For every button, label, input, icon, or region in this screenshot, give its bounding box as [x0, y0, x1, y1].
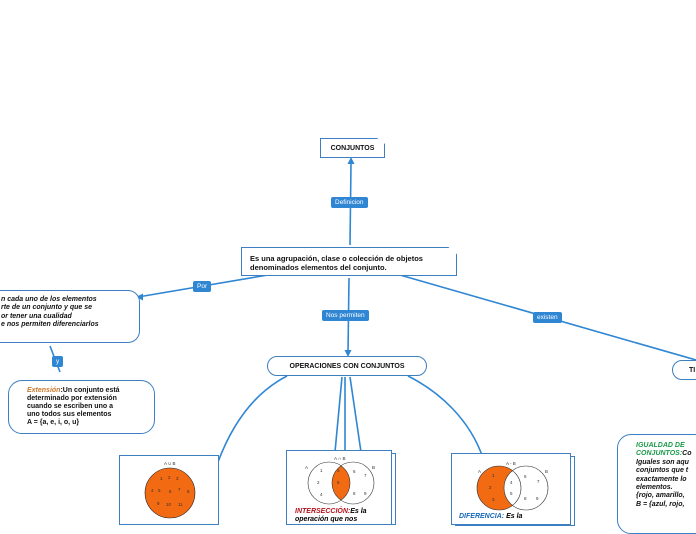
exist-tag[interactable]: existen	[533, 312, 562, 323]
difference-number: 3	[492, 497, 495, 502]
intersection-title: A ∩ B	[334, 456, 346, 461]
intersection-number: 9	[364, 491, 367, 496]
equality-line4: elementos.	[636, 483, 673, 491]
equality-after-label: Co	[682, 450, 692, 458]
union-number: 6	[169, 489, 172, 494]
characteristics-line3: or tener una cualidad	[1, 312, 72, 320]
intersection-number: 7	[364, 473, 367, 478]
difference-number: 6	[524, 474, 527, 479]
definition-line1: Es una agrupación, clase o colección de …	[250, 254, 423, 263]
characteristics-line2: rte de un conjunto y que se	[1, 304, 93, 312]
operations-tag[interactable]: Nos permiten	[322, 310, 369, 321]
types-title: TI	[689, 367, 696, 374]
root-title: CONJUNTOS	[330, 145, 375, 152]
union-number: 2	[168, 475, 171, 480]
intersection-number: 5	[337, 480, 340, 485]
intersection-venn-diagram	[307, 461, 375, 505]
extension-node[interactable]: Extensión:Un conjunto está determinado p…	[8, 380, 155, 434]
difference-label-a: A	[478, 469, 482, 474]
extension-line1: :Un conjunto está	[60, 387, 120, 394]
equality-label2: CONJUNTOS:	[636, 450, 683, 458]
equality-line3: exactamente lo	[636, 475, 687, 483]
connector-lines	[49, 157, 696, 463]
intersection-label-b: B	[372, 465, 376, 470]
characteristics-node[interactable]: n cada uno de los elementos rte de un co…	[0, 290, 140, 343]
difference-number: 1	[492, 473, 495, 478]
union-venn-diagram	[144, 467, 196, 519]
intersection-label-a: A	[305, 465, 309, 470]
intersection-number: 3	[337, 468, 340, 473]
characteristics-line1: n cada uno de los elementos	[1, 296, 97, 303]
root-node[interactable]: CONJUNTOS	[320, 138, 385, 158]
union-card[interactable]: A ∪ B 1 2 3 4 5 6 7 8 9 10 11	[119, 455, 219, 525]
intersection-card[interactable]: A ∩ B A B 1 2 3 4 5 6 7 8 9 INTERSECCIÓN…	[286, 450, 392, 525]
union-number: 8	[187, 489, 190, 494]
intersection-text2: operación que nos	[295, 516, 358, 524]
intersection-text1: Es la	[350, 508, 367, 515]
equality-line2: conjuntos que t	[636, 467, 689, 475]
intersection-number: 8	[353, 491, 356, 496]
difference-title: A - B	[506, 461, 516, 466]
union-number: 7	[178, 487, 181, 492]
equality-label1: IGUALDAD DE	[636, 442, 685, 449]
definition-tag[interactable]: Definicion	[331, 197, 368, 208]
characteristics-line4: e nos permiten diferenciarlos	[1, 321, 99, 329]
equality-line1: Iguales son aqu	[636, 458, 689, 466]
by-tag[interactable]: Por	[193, 281, 212, 292]
extension-line5: A = {a, e, i, o, u}	[27, 419, 80, 427]
intersection-number: 4	[320, 492, 323, 497]
definition-line2: denominados elementos del conjunto.	[250, 263, 387, 272]
difference-text1: Es la	[504, 513, 523, 520]
union-number: 4	[151, 488, 154, 493]
definition-node[interactable]: Es una agrupación, clase o colección de …	[241, 247, 457, 276]
difference-text: DIFERENCIA: Es la	[459, 513, 522, 520]
equality-line5: {rojo, amarillo,	[636, 492, 685, 500]
difference-number: 8	[524, 496, 527, 501]
types-node[interactable]: TI	[672, 360, 696, 380]
difference-number: 9	[536, 496, 539, 501]
difference-venn-diagram	[476, 465, 549, 511]
union-number: 3	[176, 476, 179, 481]
extension-line3: cuando se escriben uno a	[27, 403, 113, 411]
extension-line4: uno todos sus elementos	[27, 411, 112, 419]
extension-label: Extensión	[27, 387, 61, 394]
operations-title: OPERACIONES CON CONJUNTOS	[289, 363, 405, 370]
union-title: A ∪ B	[164, 461, 176, 466]
difference-label: DIFERENCIA:	[459, 513, 505, 520]
union-number: 1	[160, 476, 163, 481]
intersection-number: 1	[320, 468, 323, 473]
intersection-text: INTERSECCIÓN:Es la operación que nos	[295, 508, 367, 524]
difference-number: 5	[510, 491, 513, 496]
intersection-label: INTERSECCIÓN:	[295, 508, 351, 515]
intersection-number: 6	[353, 469, 356, 474]
y-tag[interactable]: y	[52, 356, 64, 367]
union-number: 10	[166, 502, 172, 507]
difference-card[interactable]: A - B A B 1 2 3 4 5 6 7 8 9 DIFERENCIA: …	[451, 453, 571, 525]
difference-number: 2	[489, 485, 492, 490]
equality-line6: B = {azul, rojo,	[636, 500, 685, 508]
intersection-number: 2	[317, 480, 320, 485]
difference-label-b: B	[545, 469, 549, 474]
union-number: 9	[157, 501, 160, 506]
difference-number: 4	[510, 480, 513, 485]
union-number: 11	[178, 502, 183, 507]
operations-node[interactable]: OPERACIONES CON CONJUNTOS	[267, 356, 427, 376]
equality-node[interactable]: IGUALDAD DE CONJUNTOS:Co Iguales son aqu…	[617, 434, 696, 534]
extension-line2: determinado por extensión	[27, 395, 117, 403]
difference-number: 7	[537, 479, 540, 484]
union-number: 5	[158, 488, 161, 493]
